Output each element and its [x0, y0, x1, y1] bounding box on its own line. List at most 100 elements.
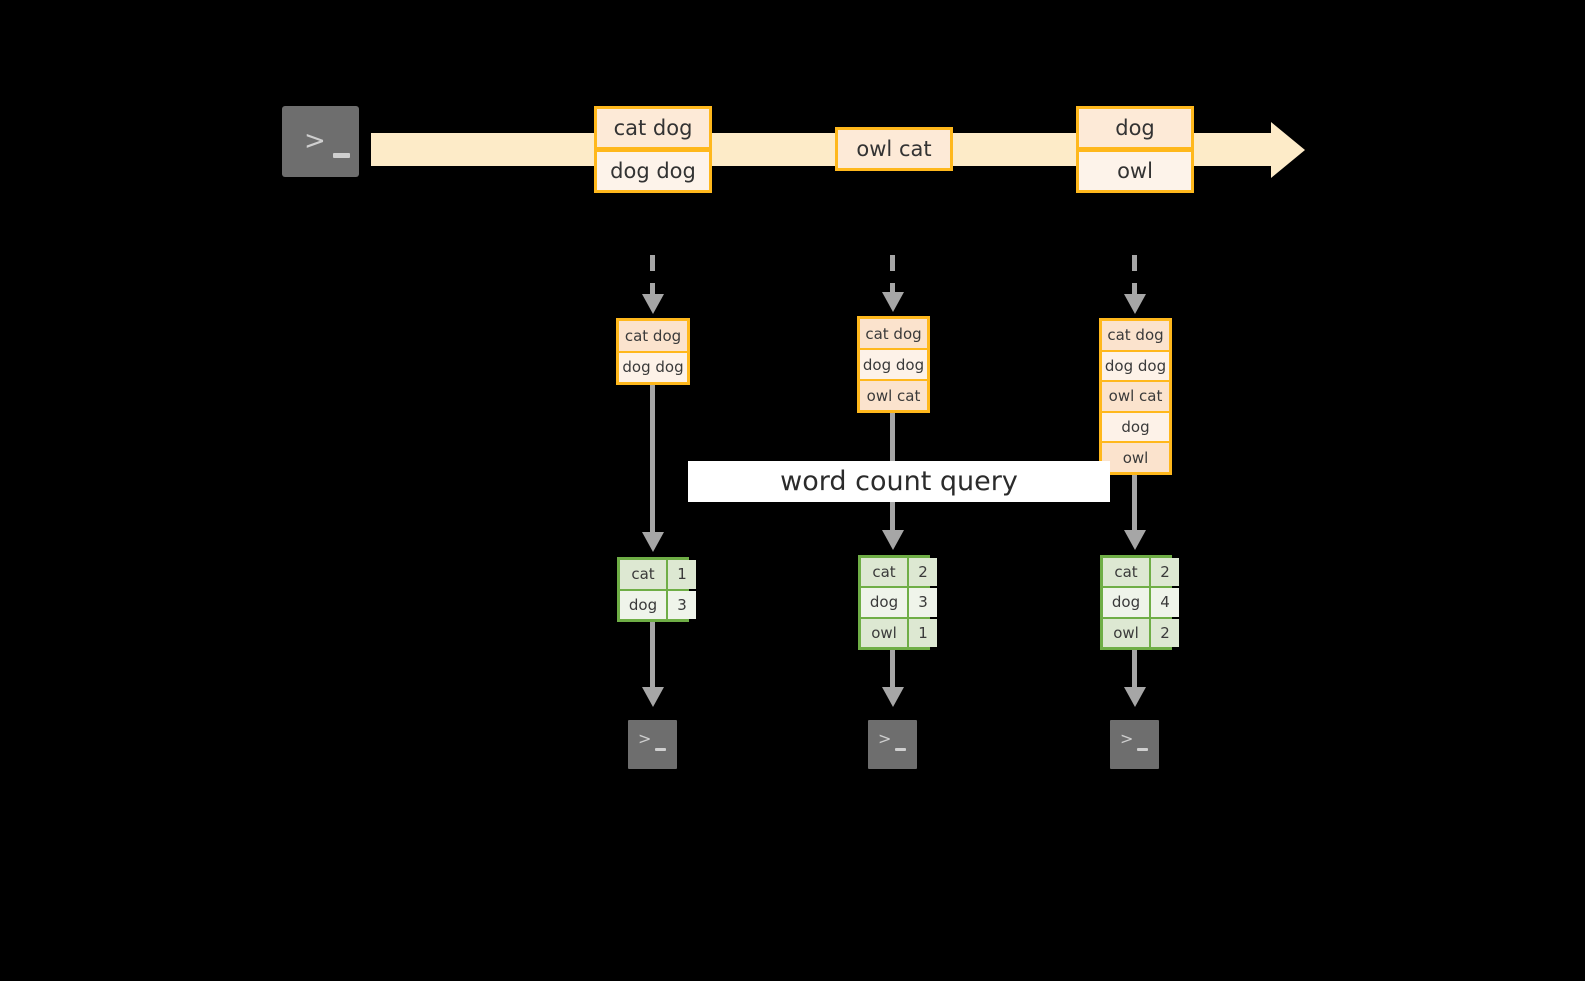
stack-row: dog dog [860, 350, 927, 379]
result-key: cat [872, 563, 896, 582]
result-key-cell: dog [620, 590, 666, 619]
result-value: 3 [918, 593, 928, 612]
stream-event-text: dog dog [610, 159, 696, 183]
terminal-glyphs: > [628, 720, 677, 769]
result-row: dog 4 [1103, 588, 1179, 617]
source-terminal-icon: > [275, 99, 366, 184]
query-arrowhead-icon [642, 532, 664, 552]
result-value: 1 [918, 623, 928, 642]
query-arrowhead-icon [882, 530, 904, 550]
result-key: cat [631, 565, 655, 584]
prompt-chevron-icon: > [638, 729, 652, 748]
sink-connector [1132, 650, 1137, 688]
result-key: dog [1111, 593, 1141, 612]
snapshot-dashed-connector [650, 255, 655, 295]
snapshot-dashed-connector [1132, 255, 1137, 295]
result-value-cell: 4 [1151, 588, 1179, 617]
result-table: cat 2 dog 3 owl 1 [858, 555, 937, 650]
stack-row: dog dog [1102, 351, 1169, 381]
result-value-cell: 2 [1151, 558, 1179, 587]
prompt-cursor-icon [655, 748, 666, 751]
snapshot-arrowhead-icon [642, 294, 664, 314]
stack-row: owl cat [1102, 382, 1169, 411]
accumulated-stack: cat dog dog dog owl cat dog owl [1099, 318, 1172, 475]
stream-event-box: owl cat [835, 127, 953, 171]
result-row: owl 2 [1103, 618, 1179, 647]
result-key-cell: cat [1103, 558, 1149, 587]
stream-event-text: cat dog [613, 116, 693, 140]
result-row: cat 2 [1103, 558, 1179, 587]
accumulated-stack: cat dog dog dog owl cat [857, 316, 930, 413]
stream-event-text: dog [1115, 116, 1155, 140]
result-value-cell: 1 [668, 560, 696, 589]
stack-row: owl cat [860, 381, 927, 410]
result-key-cell: cat [620, 560, 666, 589]
stack-row-text: dog dog [622, 358, 684, 377]
result-value-cell: 3 [909, 588, 937, 617]
result-key: cat [1114, 563, 1138, 582]
sink-terminal-icon: > [863, 715, 922, 774]
stream-event-box: dog [1076, 106, 1194, 150]
stream-event-text: owl cat [856, 137, 932, 161]
snapshot-arrowhead-icon [882, 292, 904, 312]
prompt-cursor-icon [895, 748, 906, 751]
query-label-text: word count query [780, 466, 1018, 497]
stream-event-box: cat dog [594, 106, 712, 150]
result-key-cell: cat [861, 558, 907, 587]
query-connector [1132, 475, 1137, 531]
stack-row-text: dog dog [862, 355, 925, 374]
result-value: 2 [1160, 623, 1170, 642]
terminal-glyphs: > [282, 106, 359, 177]
result-value-cell: 2 [909, 558, 937, 587]
result-row: owl 1 [861, 618, 937, 647]
result-key: dog [869, 593, 899, 612]
result-row: dog 3 [861, 588, 937, 617]
stack-row: cat dog [619, 321, 687, 351]
sink-terminal-icon: > [1105, 715, 1164, 774]
stack-row: owl [1102, 443, 1169, 472]
prompt-chevron-icon: > [304, 126, 326, 156]
result-value-cell: 2 [1151, 618, 1179, 647]
prompt-cursor-icon [1137, 748, 1148, 751]
stack-row-text: owl cat [1108, 387, 1163, 406]
sink-arrowhead-icon [882, 687, 904, 707]
result-table: cat 1 dog 3 [617, 557, 696, 622]
sink-arrowhead-icon [642, 687, 664, 707]
query-connector [650, 385, 655, 533]
result-value: 2 [1160, 563, 1170, 582]
result-value-cell: 1 [909, 618, 937, 647]
stream-event-box: owl [1076, 149, 1194, 193]
result-key: dog [628, 595, 658, 614]
prompt-cursor-icon [333, 153, 350, 158]
result-row: dog 3 [620, 590, 696, 619]
stack-row-text: dog [1121, 418, 1150, 437]
result-row: cat 1 [620, 560, 696, 589]
result-key-cell: dog [1103, 588, 1149, 617]
accumulated-stack: cat dog dog dog [616, 318, 690, 385]
stack-row: cat dog [1102, 321, 1169, 350]
sink-connector [890, 650, 895, 688]
stream-event-box: dog dog [594, 149, 712, 193]
result-value: 4 [1160, 593, 1170, 612]
sink-connector [650, 622, 655, 688]
snapshot-arrowhead-icon [1124, 294, 1146, 314]
stack-row-text: dog dog [1104, 356, 1167, 375]
result-table: cat 2 dog 4 owl 2 [1100, 555, 1179, 650]
result-value-cell: 3 [668, 590, 696, 619]
sink-arrowhead-icon [1124, 687, 1146, 707]
stack-row-text: cat dog [865, 324, 922, 343]
stream-event-text: owl [1117, 159, 1153, 183]
prompt-chevron-icon: > [878, 729, 892, 748]
result-row: cat 2 [861, 558, 937, 587]
stack-row: dog dog [619, 352, 687, 382]
query-arrowhead-icon [1124, 530, 1146, 550]
stack-row: dog [1102, 412, 1169, 442]
stack-row-text: owl [1122, 448, 1149, 467]
result-key-cell: owl [1103, 618, 1149, 647]
result-key-cell: dog [861, 588, 907, 617]
stack-row-text: cat dog [1107, 326, 1164, 345]
result-key: owl [1113, 623, 1139, 642]
result-key: owl [871, 623, 897, 642]
stack-row-text: cat dog [624, 326, 682, 345]
